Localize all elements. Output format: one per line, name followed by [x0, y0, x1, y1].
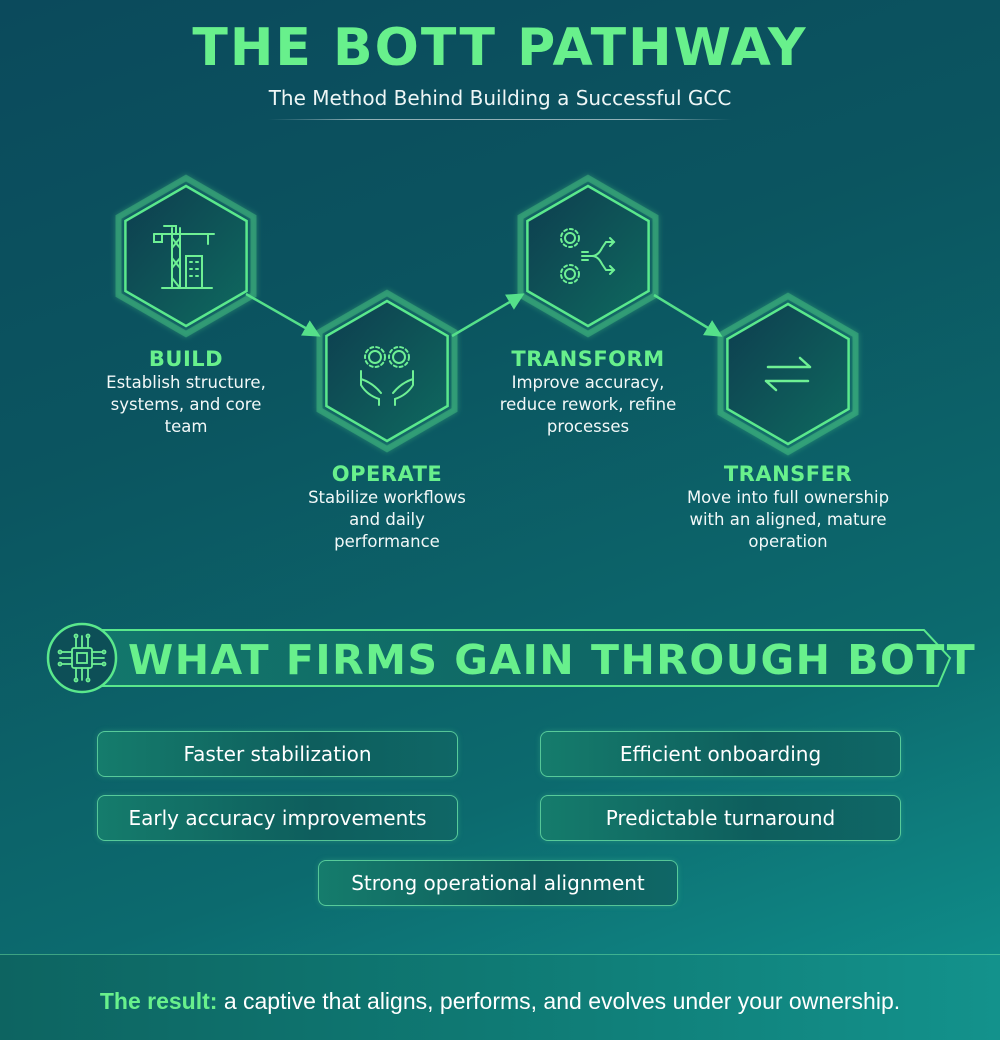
- gains-banner: [46, 622, 952, 694]
- connector-transform-transfer: [653, 293, 723, 337]
- footer-body: a captive that aligns, performs, and evo…: [217, 988, 901, 1014]
- subtitle-divider: [268, 119, 732, 120]
- step-build-desc-line: team: [164, 417, 208, 436]
- hexagon-transfer: [717, 292, 859, 456]
- hands-gears-icon: [360, 346, 414, 406]
- step-transform: TRANSFORM Improve accuracy, reduce rewor…: [468, 347, 708, 438]
- step-build: BUILD Establish structure, systems, and …: [76, 347, 296, 438]
- step-transfer-desc-line: Move into full ownership: [686, 488, 890, 507]
- footer-result-text: The result: a captive that aligns, perfo…: [0, 988, 1000, 1015]
- gain-item: Faster stabilization: [97, 731, 458, 777]
- hexagon-operate: [316, 289, 458, 453]
- footer-band: [0, 954, 1000, 1040]
- step-operate-desc-line: and daily: [349, 510, 425, 529]
- step-transform-desc-line: Improve accuracy,: [511, 373, 665, 392]
- step-transfer-desc-line: with an aligned, mature: [689, 510, 887, 529]
- step-transform-desc-line: reduce rework, refine: [499, 395, 677, 414]
- page-title: THE BOTT PATHWAY: [192, 18, 808, 78]
- gain-item: Predictable turnaround: [540, 795, 901, 841]
- step-build-desc-line: systems, and core: [110, 395, 262, 414]
- connector-operate-transform: [451, 293, 525, 338]
- step-transform-name: TRANSFORM: [511, 347, 665, 371]
- gain-item: Efficient onboarding: [540, 731, 901, 777]
- step-transform-desc-line: processes: [546, 417, 630, 436]
- gain-item: Early accuracy improvements: [97, 795, 458, 841]
- pathway-diagram: [115, 174, 859, 456]
- processor-chip-icon: [57, 633, 107, 683]
- step-build-desc-line: Establish structure,: [106, 373, 266, 392]
- gears-flow-icon: [560, 228, 616, 284]
- construction-crane-icon: [153, 225, 215, 289]
- step-transfer-desc-line: operation: [748, 532, 828, 551]
- footer-lead: The result:: [99, 988, 218, 1014]
- step-transfer-description: Move into full ownership with an aligned…: [663, 487, 913, 553]
- step-build-description: Establish structure, systems, and core t…: [76, 372, 296, 438]
- connector-build-operate: [245, 292, 321, 337]
- step-operate-desc-line: Stabilize workflows: [308, 488, 466, 507]
- step-build-name: BUILD: [148, 347, 224, 371]
- step-transfer-name: TRANSFER: [723, 462, 853, 486]
- step-transform-description: Improve accuracy, reduce rework, refine …: [468, 372, 708, 438]
- step-transfer: TRANSFER Move into full ownership with a…: [663, 462, 913, 553]
- exchange-arrows-icon: [764, 356, 812, 392]
- hexagon-transform: [517, 174, 659, 338]
- gain-item: Strong operational alignment: [318, 860, 678, 906]
- page-subtitle: The Method Behind Building a Successful …: [268, 86, 732, 110]
- step-operate-name: OPERATE: [331, 462, 443, 486]
- step-operate-description: Stabilize workflows and daily performanc…: [272, 487, 502, 553]
- step-operate-desc-line: performance: [334, 532, 440, 551]
- gains-title: WHAT FIRMS GAIN THROUGH BOTT: [128, 636, 977, 684]
- hexagon-build: [115, 174, 257, 338]
- step-operate: OPERATE Stabilize workflows and daily pe…: [272, 462, 502, 553]
